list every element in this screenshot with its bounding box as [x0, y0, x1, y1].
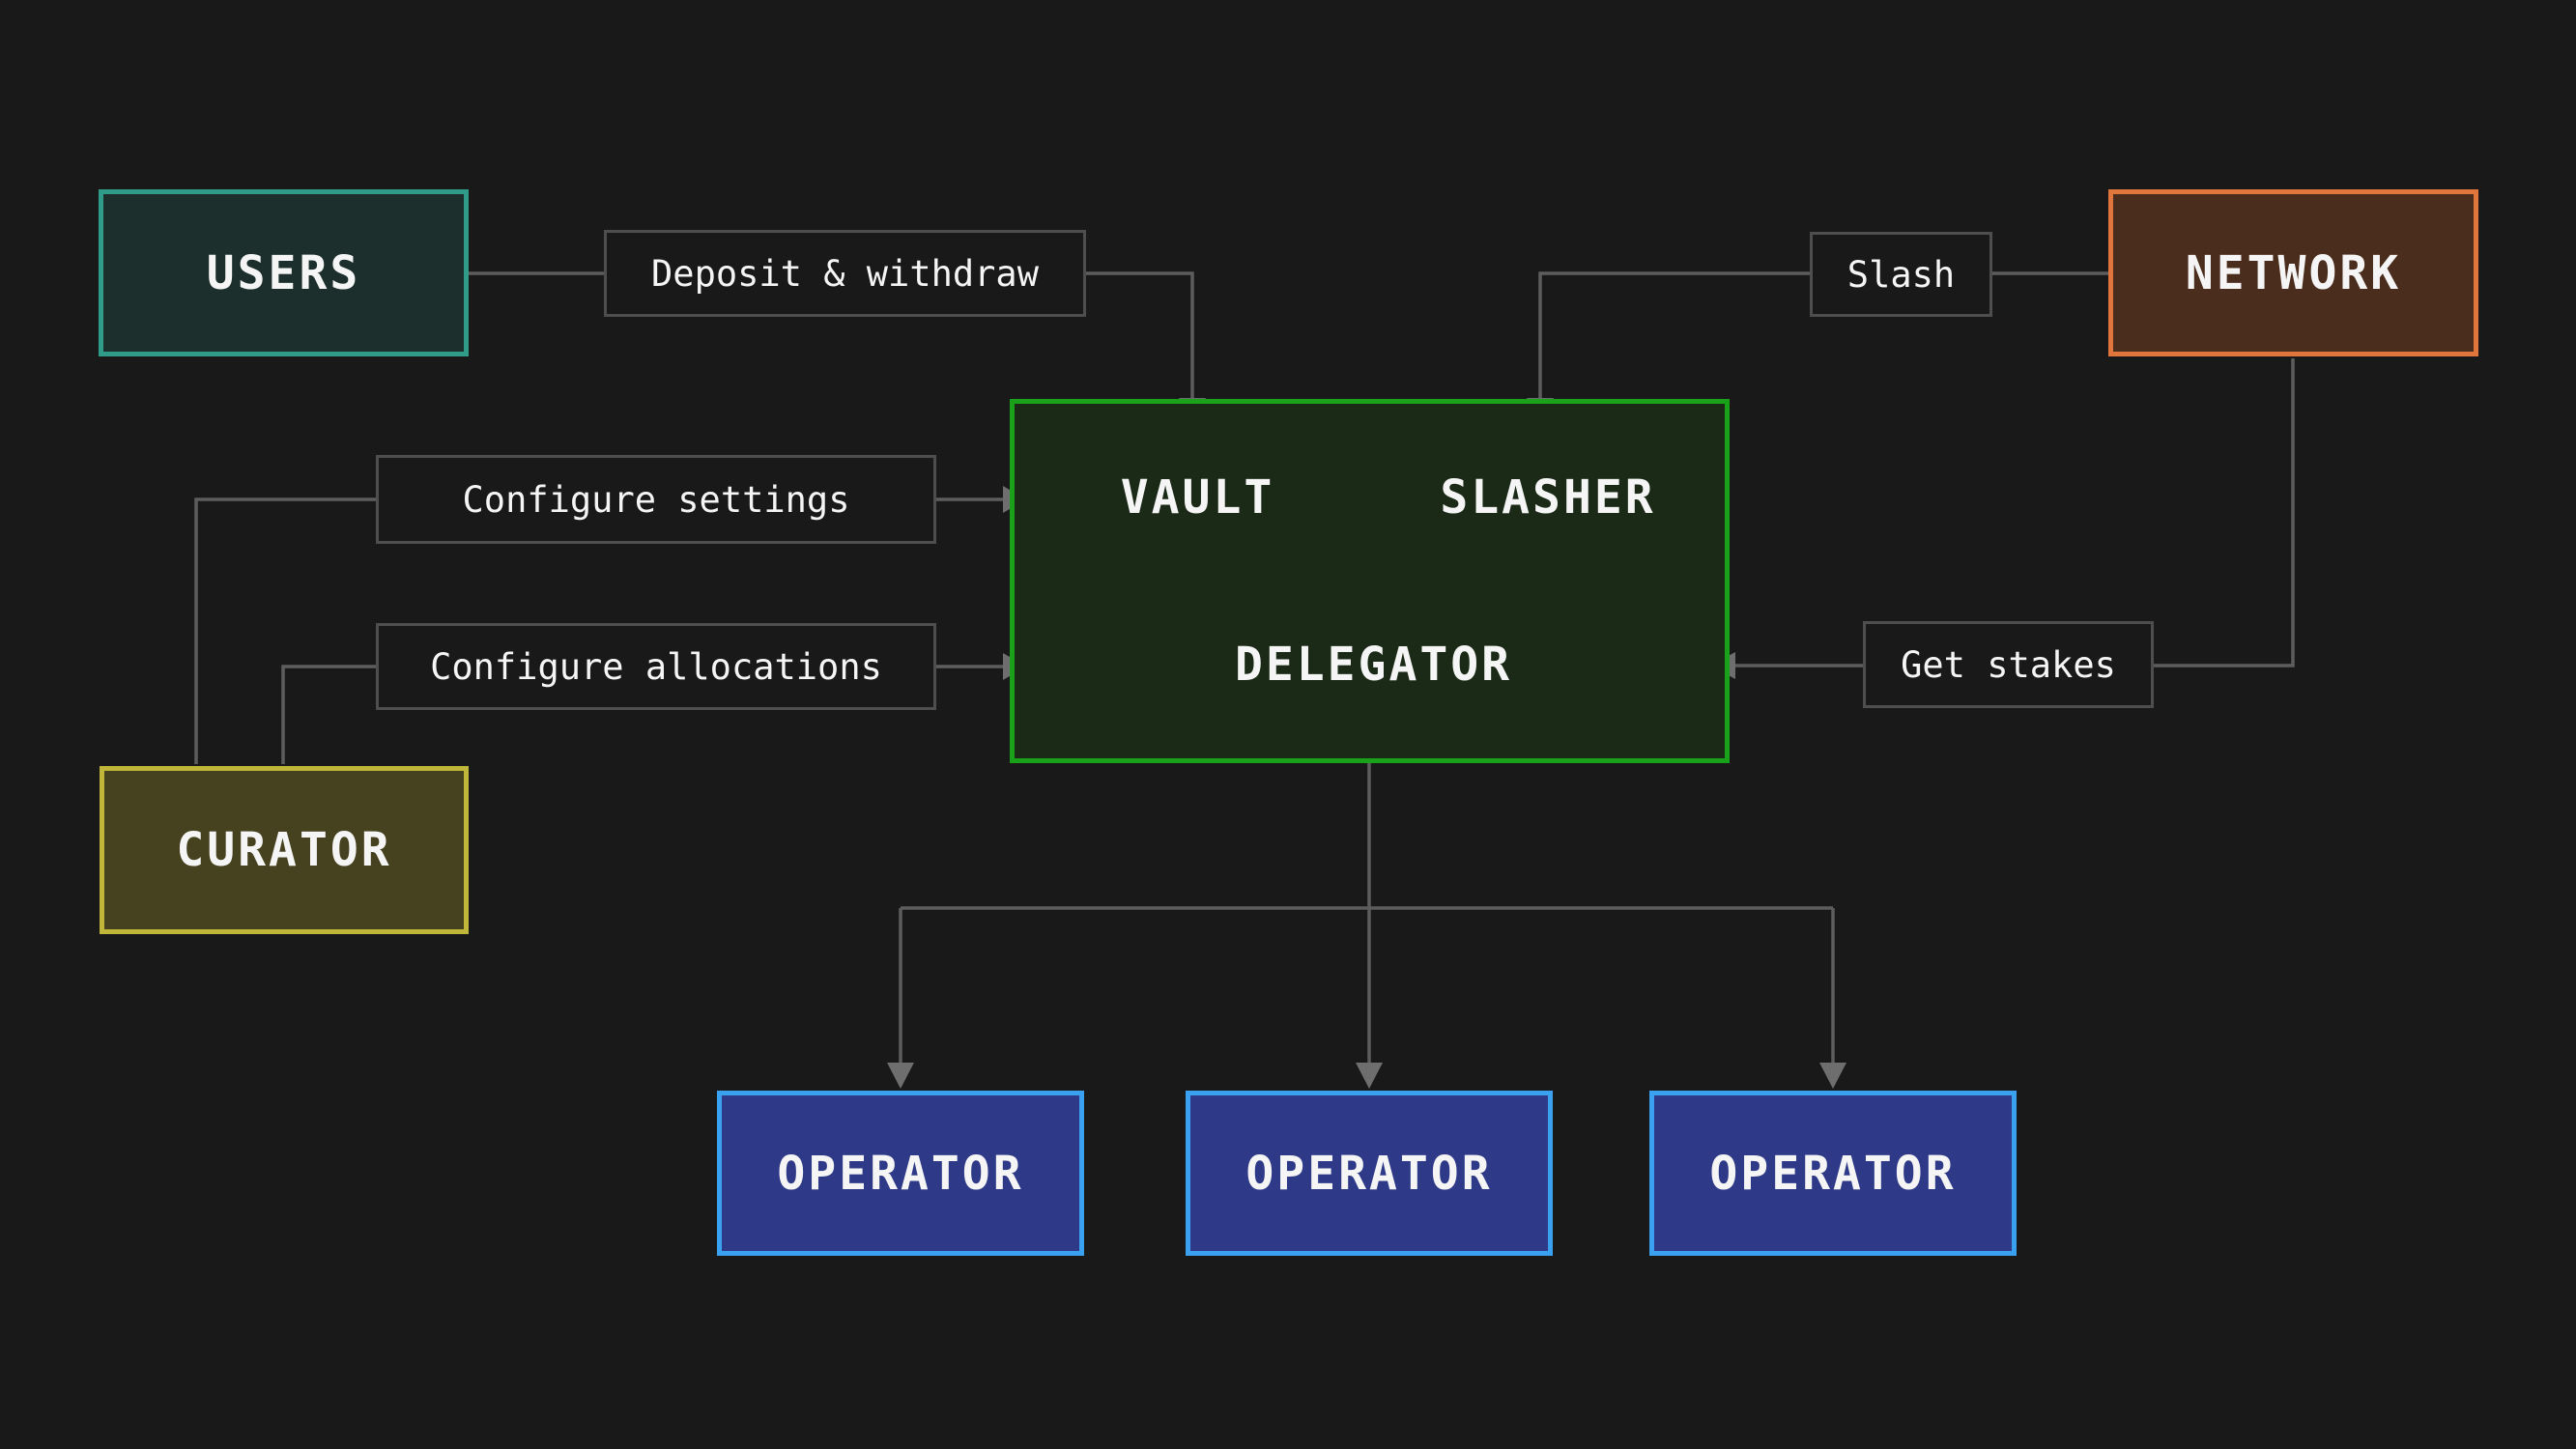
configure-settings-text: Configure settings: [462, 478, 850, 521]
delegator-label: DELEGATOR: [1234, 637, 1513, 692]
slasher-module: SLASHER: [1381, 423, 1715, 571]
network-label: NETWORK: [2185, 245, 2402, 300]
edge-slash-slasher: [1538, 271, 1810, 398]
vault-label: VAULT: [1120, 469, 1275, 525]
operator-node-1: OPERATOR: [717, 1091, 1084, 1256]
edge-deposit-vault: [1086, 271, 1194, 398]
arrowhead-operator1: [887, 1063, 914, 1089]
curator-node: CURATOR: [100, 766, 469, 934]
network-node: NETWORK: [2108, 189, 2478, 356]
configure-allocations-edge-label: Configure allocations: [376, 623, 936, 710]
edge-network-getstakes: [2154, 358, 2295, 668]
arrowhead-operator2: [1356, 1063, 1383, 1089]
configure-settings-edge-label: Configure settings: [376, 455, 936, 544]
get-stakes-text: Get stakes: [1901, 643, 2116, 686]
users-label: USERS: [206, 245, 361, 300]
arrowhead-operator3: [1819, 1063, 1846, 1089]
operator-label-2: OPERATOR: [1245, 1146, 1493, 1201]
edge-curator-settings: [194, 497, 376, 764]
deposit-withdraw-edge-label: Deposit & withdraw: [604, 230, 1086, 317]
curator-label: CURATOR: [176, 823, 392, 877]
operator-label-3: OPERATOR: [1709, 1146, 1957, 1201]
slash-text: Slash: [1846, 253, 1956, 296]
edge-curator-allocations: [281, 665, 376, 764]
operator-node-2: OPERATOR: [1186, 1091, 1553, 1256]
users-node: USERS: [99, 189, 469, 356]
operator-label-1: OPERATOR: [777, 1146, 1024, 1201]
configure-allocations-text: Configure allocations: [430, 645, 882, 688]
vault-container: [1010, 399, 1730, 763]
delegator-module: DELEGATOR: [1032, 590, 1715, 738]
slasher-label: SLASHER: [1440, 469, 1656, 525]
deposit-withdraw-text: Deposit & withdraw: [651, 252, 1039, 295]
slash-edge-label: Slash: [1810, 232, 1992, 317]
operator-node-3: OPERATOR: [1649, 1091, 2017, 1256]
get-stakes-edge-label: Get stakes: [1863, 621, 2154, 708]
vault-module: VAULT: [1032, 423, 1363, 571]
